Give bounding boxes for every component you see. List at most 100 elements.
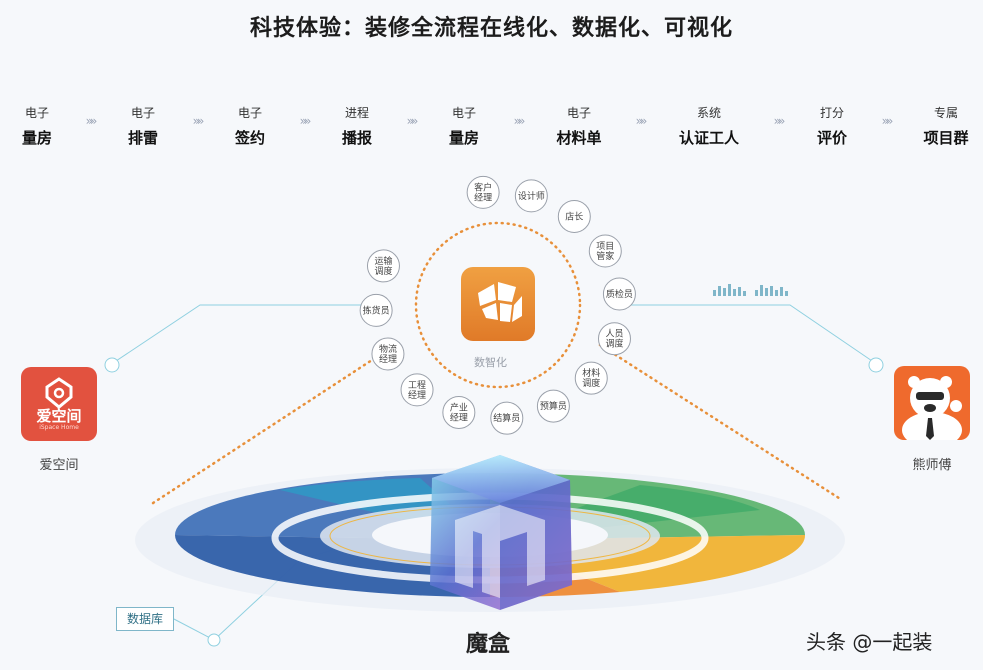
step-top-label: 电子 [451, 106, 477, 120]
step-bottom-label: 材料单 [556, 129, 602, 147]
chevron-right-icon: »» [513, 114, 526, 128]
step-top-label: 专属 [933, 106, 959, 120]
role-node-circle [359, 293, 393, 327]
role-node-label: 人员 [605, 329, 623, 340]
role-node-label: 设计师 [518, 190, 545, 202]
step-top-label: 进程 [344, 106, 370, 120]
role-node-label: 拣货员 [363, 304, 390, 316]
role-node-label: 调度 [605, 338, 623, 350]
role-node: 店长 [557, 199, 591, 233]
right-app-label: 熊师傅 [912, 458, 952, 473]
step-bottom-label: 项目群 [923, 129, 969, 147]
magic-box-cube [430, 455, 572, 610]
step-bottom-label: 签约 [234, 129, 266, 147]
role-node-label: 运输 [374, 255, 392, 267]
role-node: 拣货员 [359, 293, 393, 327]
role-node-label: 结算员 [493, 412, 520, 424]
role-node-circle [588, 234, 622, 268]
role-node-label: 经理 [474, 191, 492, 203]
role-node-circle [536, 389, 570, 423]
role-node-circle [574, 361, 608, 395]
role-node-circle [557, 199, 591, 233]
chevron-right-icon: »» [192, 114, 205, 128]
role-node-label: 店长 [565, 210, 583, 222]
role-node-circle [366, 249, 400, 283]
left-app-logo-text: 爱空间 [36, 407, 82, 425]
role-node-circle [371, 337, 405, 371]
left-connector [109, 304, 375, 366]
role-node: 质检员 [602, 277, 636, 311]
role-node: 结算员 [490, 401, 524, 435]
step-top-label: 打分 [819, 106, 845, 120]
role-node: 预算员 [536, 389, 570, 423]
role-node-label: 经理 [379, 353, 397, 365]
right-node-dot [868, 357, 884, 373]
step-item: 系统 认证工人 [679, 104, 739, 148]
center-caption: 数智化 [474, 356, 507, 369]
left-app-label: 爱空间 [39, 458, 79, 473]
right-dotted-line [598, 343, 844, 502]
step-item: 电子 量房 [22, 104, 52, 148]
role-node-label: 产业 [450, 401, 468, 413]
role-node-circle [490, 401, 524, 435]
chevron-right-icon: »» [773, 114, 786, 128]
heart-house-icon [45, 377, 73, 409]
step-item: 电子 排雷 [128, 104, 158, 148]
step-item: 专属 项目群 [923, 104, 968, 148]
step-item: 打分 评价 [817, 104, 847, 148]
role-node-label: 项目 [596, 241, 614, 252]
step-bottom-label: 评价 [816, 129, 848, 147]
chevron-right-icon: »» [85, 114, 98, 128]
role-node-label: 经理 [408, 389, 426, 401]
chevron-right-icon: »» [881, 114, 894, 128]
step-top-label: 电子 [237, 106, 263, 120]
watermark: 头条 @一起装 [806, 630, 933, 654]
role-node-circle [400, 373, 434, 407]
role-node-label: 预算员 [540, 400, 567, 412]
step-bottom-label: 认证工人 [678, 129, 740, 147]
role-node-circle [597, 322, 631, 356]
process-steps: 电子 量房 电子 排雷 电子 签约 进程 播报 电子 量房 电子 材料单 系统 … [0, 104, 983, 154]
bar-glyph-icon [713, 284, 788, 296]
role-node-label: 调度 [374, 265, 392, 277]
role-node-circle [602, 277, 636, 311]
left-dotted-line [148, 343, 397, 507]
role-node-label: 管家 [596, 250, 614, 262]
role-node: 设计师 [514, 179, 548, 213]
role-node-label: 客户 [474, 181, 492, 193]
center-app-tile [461, 267, 535, 341]
chevron-right-icon: »» [635, 114, 648, 128]
bear-mascot-icon [902, 376, 962, 440]
step-bottom-label: 量房 [448, 129, 480, 147]
role-node-label: 调度 [582, 377, 600, 389]
step-bottom-label: 量房 [21, 129, 53, 147]
left-app-logo-subtext: iSpace Home [39, 424, 79, 431]
left-app-icon[interactable]: 爱空间 iSpace Home [21, 367, 97, 441]
page-title: 科技体验：装修全流程在线化、数据化、可视化 [249, 16, 733, 41]
role-node-label: 经理 [450, 411, 468, 423]
chevron-right-icon: »» [406, 114, 419, 128]
step-top-label: 系统 [696, 106, 722, 120]
role-node-label: 材料 [582, 367, 600, 379]
database-connector-stub [171, 617, 215, 641]
role-node-circle [514, 179, 548, 213]
step-item: 进程 播报 [342, 104, 372, 148]
role-node-label: 质检员 [606, 288, 633, 300]
step-top-label: 电子 [24, 106, 50, 120]
magic-box-label: 魔盒 [466, 632, 511, 657]
right-app-icon[interactable] [894, 366, 970, 440]
step-item: 电子 量房 [449, 104, 479, 148]
step-item: 电子 签约 [235, 104, 265, 148]
database-node-dot [207, 633, 221, 647]
step-top-label: 电子 [130, 106, 156, 120]
role-node-label: 工程 [408, 380, 426, 391]
right-connector [620, 304, 879, 366]
role-node-circle [466, 175, 500, 209]
